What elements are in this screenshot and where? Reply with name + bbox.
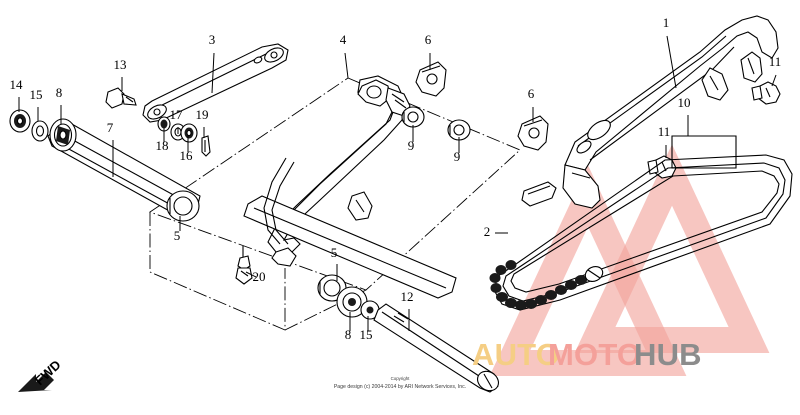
watermark-triangle-inner: [489, 165, 687, 376]
copyright-line-2: Page design (c) 2004-2014 by ARI Network…: [334, 384, 466, 390]
callout-number: 17: [170, 107, 184, 122]
callout-leader-line: [666, 35, 677, 89]
callout-19: 19: [196, 107, 209, 138]
callout-number: 15: [30, 87, 43, 102]
callout-11: 11: [658, 124, 671, 158]
part-chain-guard: [671, 135, 737, 169]
part-drive-chain-assembly: [489, 154, 793, 311]
callout-1: 1: [663, 15, 677, 89]
callout-number: 14: [10, 77, 24, 92]
fwd-orientation-marker: FWD: [18, 357, 64, 392]
watermark-hub-text: HUB: [634, 337, 702, 372]
watermark-brand-text: AUTO MOTO HUB: [472, 337, 702, 372]
callout-number: 7: [107, 120, 114, 135]
callout-number: 8: [56, 85, 63, 100]
part-collar-18: [157, 116, 171, 132]
callout-number: 9: [454, 149, 461, 164]
callout-12: 12: [401, 289, 414, 331]
callout-10: 10: [678, 95, 691, 136]
part-bolt-13: [105, 87, 137, 109]
callout-number: 1: [663, 15, 670, 30]
callout-8: 8: [345, 312, 352, 342]
callout-4: 4: [340, 32, 349, 79]
callout-9: 9: [408, 125, 415, 153]
part-bushing-5a: [166, 190, 200, 222]
callout-leader-line: [211, 52, 215, 94]
callout-18: 18: [156, 128, 169, 153]
part-upper-link-rod: [142, 43, 289, 123]
part-bracket-6b: [517, 115, 549, 151]
callout-9: 9: [454, 137, 461, 164]
callout-number: 6: [425, 32, 432, 47]
callout-number: 16: [180, 148, 194, 163]
part-bearing-8: [49, 118, 77, 152]
callout-number: 11: [769, 54, 782, 69]
callout-15: 15: [360, 316, 373, 342]
callout-number: 5: [174, 228, 181, 243]
callout-number: 15: [360, 327, 373, 342]
part-chain-slider-block: [521, 181, 557, 207]
callout-11: 11: [769, 54, 782, 87]
callout-number: 9: [408, 138, 415, 153]
callout-number: 20: [253, 269, 266, 284]
part-axle-bolt-12: [373, 303, 499, 393]
part-grease-nipple-20: [235, 246, 253, 285]
callout-7: 7: [107, 120, 114, 177]
part-swingarm-main: [562, 15, 779, 209]
part-washer-15: [31, 120, 49, 142]
callout-3: 3: [209, 32, 216, 94]
callout-number: 6: [528, 86, 535, 101]
callout-number: 19: [196, 107, 209, 122]
part-cotter-pin-19: [201, 135, 211, 157]
part-nut-14: [9, 109, 31, 133]
callout-number: 18: [156, 138, 169, 153]
watermark-moto-text: MOTO: [548, 337, 641, 372]
callout-5: 5: [331, 245, 338, 281]
callout-5: 5: [174, 216, 181, 243]
watermark-auto-text: AUTO: [472, 337, 560, 372]
callout-number: 13: [114, 57, 127, 72]
callout-13: 13: [114, 57, 127, 91]
callout-number: 8: [345, 327, 352, 342]
part-nut-16: [180, 123, 198, 143]
callout-number: 4: [340, 32, 347, 47]
callout-17: 17: [170, 107, 184, 134]
part-swingarm-center: [243, 75, 457, 299]
callout-20: 20: [245, 269, 266, 284]
callout-15: 15: [30, 87, 43, 121]
callout-number: 5: [331, 245, 338, 260]
callout-14: 14: [10, 77, 24, 112]
callout-number: 2: [484, 224, 491, 239]
copyright-line-1: Copyright: [391, 376, 411, 381]
callout-leader-line: [771, 74, 777, 87]
callout-leader-line: [344, 52, 349, 79]
callout-number: 11: [658, 124, 671, 139]
callout-leader-line: [245, 271, 257, 278]
part-bracket-6a: [415, 61, 447, 97]
chain-links: [489, 260, 587, 310]
callout-number: 3: [209, 32, 216, 47]
callout-2: 2: [484, 224, 508, 239]
callout-6: 6: [528, 86, 535, 122]
callout-number: 12: [401, 289, 414, 304]
part-pivot-bolt-upper: [751, 81, 781, 105]
callout-16: 16: [180, 136, 194, 163]
callout-8: 8: [56, 85, 63, 124]
part-bushing-9a: [401, 106, 425, 128]
callout-number: 10: [678, 95, 691, 110]
callout-6: 6: [425, 32, 432, 70]
